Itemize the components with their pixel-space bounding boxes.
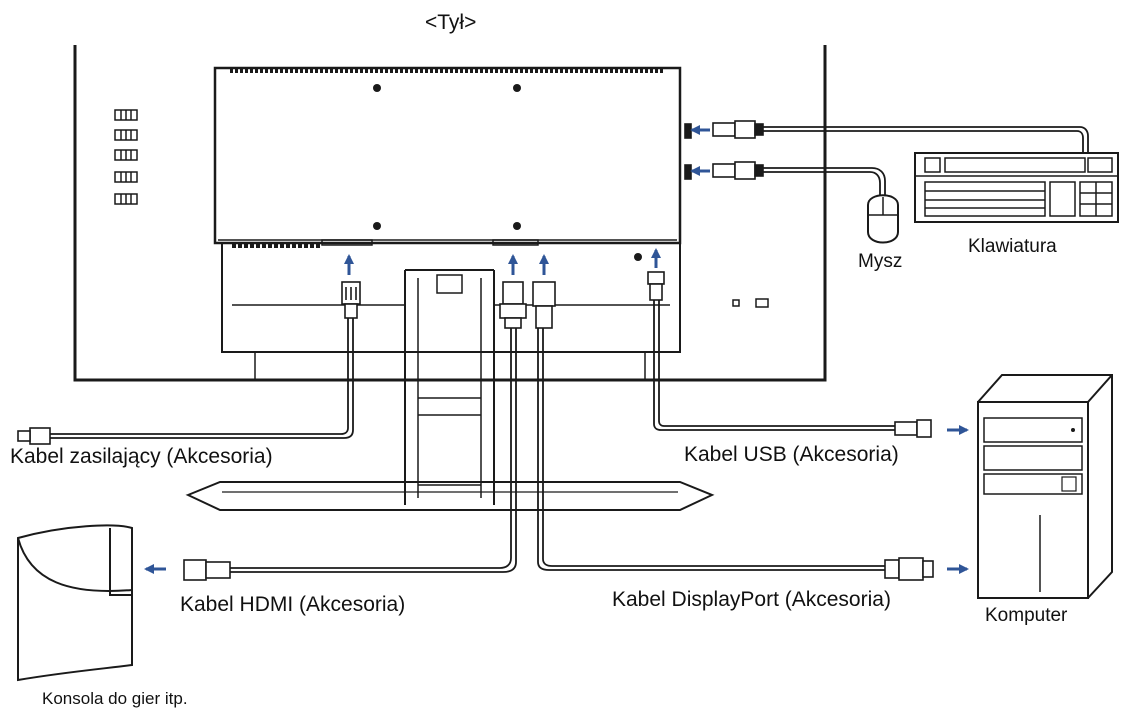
view-title: <Tył>: [425, 11, 477, 34]
label-mouse: Mysz: [858, 251, 903, 272]
vesa-screw-holes: [373, 84, 521, 230]
monitor-control-buttons: [114, 109, 138, 205]
monitor-rear: [73, 45, 827, 511]
label-displayport-cable: Kabel DisplayPort (Akcesoria): [612, 588, 891, 611]
label-hdmi-cable: Kabel HDMI (Akcesoria): [180, 593, 406, 616]
game-console-illustration: [17, 524, 133, 682]
label-keyboard: Klawiatura: [968, 236, 1057, 257]
label-power-cable: Kabel zasilający (Akcesoria): [10, 445, 273, 468]
keyboard-illustration: [914, 152, 1119, 223]
connectors: [17, 120, 934, 581]
mouse-illustration: [867, 194, 899, 244]
computer-illustration: [977, 374, 1113, 599]
label-computer: Komputer: [985, 605, 1068, 626]
label-usb-cable: Kabel USB (Akcesoria): [684, 443, 899, 466]
label-game-console: Konsola do gier itp.: [42, 689, 188, 708]
cables: [50, 126, 1089, 573]
connection-arrows: [144, 125, 969, 574]
vesa-panel: [213, 66, 682, 245]
